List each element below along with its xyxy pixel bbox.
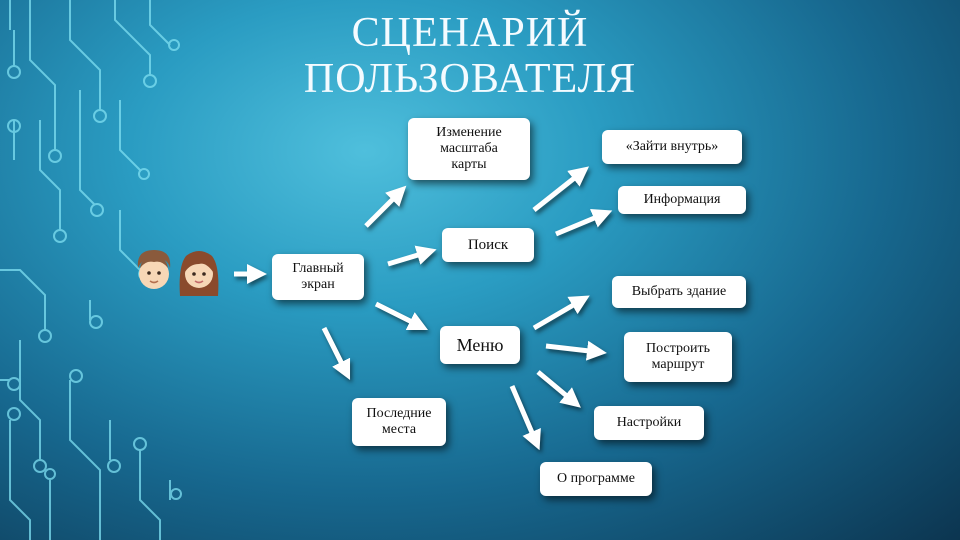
node-about-label: О программе (557, 471, 635, 486)
boy-face-icon (137, 250, 171, 289)
girl-face-icon (179, 251, 219, 296)
node-menu[interactable]: Меню (440, 326, 520, 364)
node-zoom-label: Изменение масштаба карты (436, 125, 502, 172)
node-zoom[interactable]: Изменение масштаба карты (408, 118, 530, 180)
node-recent-places-label: Последние места (366, 406, 432, 437)
node-go-inside[interactable]: «Зайти внутрь» (602, 130, 742, 164)
node-menu-label: Меню (456, 335, 504, 355)
node-about[interactable]: О программе (540, 462, 652, 496)
node-info-label: Информация (643, 192, 721, 207)
node-settings[interactable]: Настройки (594, 406, 704, 440)
node-choose-building-label: Выбрать здание (631, 284, 727, 299)
node-search-label: Поиск (467, 237, 509, 253)
node-settings-label: Настройки (616, 415, 682, 430)
node-choose-building[interactable]: Выбрать здание (612, 276, 746, 308)
title-line-1: СЦЕНАРИЙ (351, 10, 589, 56)
node-main-screen[interactable]: Главный экран (272, 254, 364, 300)
node-search[interactable]: Поиск (442, 228, 534, 262)
node-go-inside-label: «Зайти внутрь» (625, 139, 719, 154)
node-recent-places[interactable]: Последние места (352, 398, 446, 446)
node-main-screen-label: Главный экран (292, 261, 344, 292)
title-line-2: ПОЛЬЗОВАТЕЛЯ (303, 56, 637, 102)
node-build-route-label: Построить маршрут (646, 341, 710, 372)
node-info[interactable]: Информация (618, 186, 746, 214)
node-build-route[interactable]: Построить маршрут (624, 332, 732, 382)
